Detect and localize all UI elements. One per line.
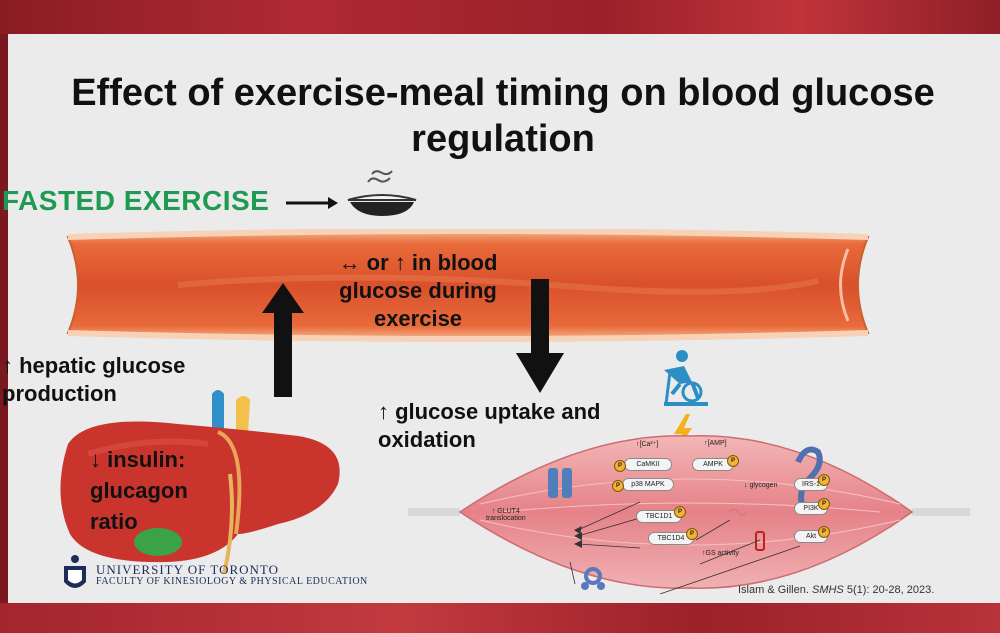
- vessel-text-line: ↔ or ↑ in blood: [338, 250, 498, 275]
- phosphate-badge: P: [818, 526, 830, 538]
- glut4-label: ↑ GLUT4 translocation: [486, 508, 526, 522]
- citation-rest: 5(1): 20-28, 2023.: [846, 584, 935, 596]
- gs-activity-label: ↑GS activity: [702, 550, 739, 557]
- phosphate-badge: P: [727, 455, 739, 467]
- lightning-icon: [674, 414, 692, 452]
- tbc1d1-node: TBC1D1: [636, 510, 682, 523]
- glycogen-label: ↓ glycogen: [744, 482, 778, 489]
- liver-text-line: glucagon: [90, 478, 188, 503]
- up-arrow-icon: [262, 283, 304, 397]
- calcium-label: ↑[Ca²⁺]: [636, 441, 659, 448]
- hepatic-text-line: production: [2, 381, 117, 406]
- phosphate-badge: P: [614, 460, 626, 472]
- header-banner: [0, 0, 1000, 34]
- title-line-2: regulation: [411, 118, 595, 160]
- phosphate-badge: P: [612, 480, 624, 492]
- rice-bowl-icon: [347, 170, 417, 216]
- p38-mapk-node: p38 MAPK: [622, 478, 674, 491]
- slide: Effect of exercise-meal timing on blood …: [2, 34, 1000, 603]
- glucose-uptake-text: ↑ glucose uptake and oxidation: [378, 398, 601, 454]
- slide-title: Effect of exercise-meal timing on blood …: [8, 70, 998, 162]
- citation-prefix: Islam & Gillen.: [738, 584, 809, 596]
- vessel-text-line: glucose during: [339, 278, 497, 303]
- university-name: UNIVERSITY OF TORONTO: [96, 562, 280, 577]
- citation-journal: SMHS: [811, 584, 844, 596]
- faculty-name: FACULTY OF KINESIOLOGY & PHYSICAL EDUCAT…: [96, 576, 368, 587]
- phosphate-badge: P: [818, 474, 830, 486]
- liver-text-line: ↓ insulin:: [90, 447, 186, 472]
- liver-illustration: [60, 390, 340, 574]
- camkii-node: CaMKII: [624, 458, 672, 471]
- vessel-glucose-text: ↔ or ↑ in blood glucose during exercise: [308, 249, 528, 333]
- glut4-line: ↑ GLUT4: [491, 508, 520, 515]
- phosphate-badge: P: [686, 528, 698, 540]
- glut4-line: translocation: [486, 515, 526, 522]
- title-line-1: Effect of exercise-meal timing on blood …: [71, 72, 935, 114]
- muscle-illustration: [408, 435, 970, 594]
- uptake-text-line: ↑ glucose uptake and: [378, 399, 601, 424]
- footer-banner: [0, 603, 1000, 633]
- down-arrow-icon: [516, 279, 564, 393]
- phosphate-badge: P: [818, 498, 830, 510]
- phosphate-badge: P: [674, 506, 686, 518]
- right-arrow-icon: [286, 197, 338, 209]
- university-crest-icon: [64, 555, 86, 588]
- citation: Islam & Gillen. SMHS 5(1): 20-28, 2023.: [738, 584, 934, 596]
- liver-text-line: ratio: [90, 509, 138, 534]
- hepatic-glucose-text: ↑ hepatic glucose production: [2, 352, 185, 408]
- vessel-text-line: exercise: [373, 306, 463, 331]
- insulin-glucagon-text: ↓ insulin: glucagon ratio: [90, 444, 188, 537]
- amp-label: ↑[AMP]: [704, 440, 727, 447]
- uptake-text-line: oxidation: [378, 427, 476, 452]
- hepatic-text-line: ↑ hepatic glucose: [2, 353, 186, 378]
- fasted-exercise-label: FASTED EXERCISE: [2, 185, 270, 216]
- exercise-bike-icon: [664, 350, 708, 452]
- meal-arrow-and-bowl: [286, 170, 417, 216]
